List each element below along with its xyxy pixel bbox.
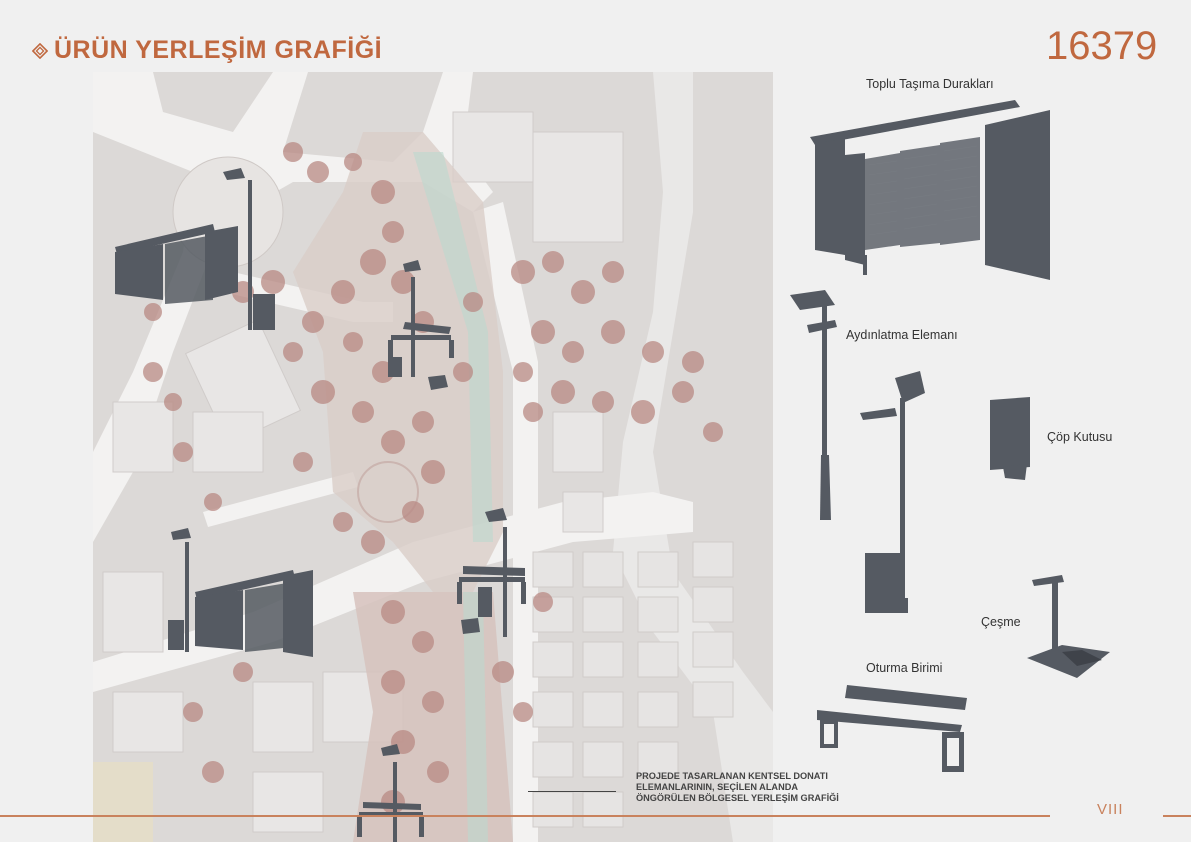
label-trash-bin: Çöp Kutusu [1047, 430, 1113, 444]
bus-stop-product [810, 100, 1050, 280]
label-bus-stop: Toplu Taşıma Durakları [866, 77, 994, 91]
site-map [93, 72, 773, 842]
label-lighting: Aydınlatma Elemanı [846, 328, 958, 342]
diamond-icon [32, 42, 48, 59]
footer-line-right [1163, 815, 1191, 817]
fountain-product [1027, 575, 1110, 678]
seating-product [817, 685, 967, 772]
label-seating: Oturma Birimi [866, 661, 943, 675]
map-caption: PROJEDE TASARLANAN KENTSEL DONATI ELEMAN… [636, 771, 866, 804]
footer-line-left [0, 815, 1050, 817]
caption-line-3: ÖNGÖRÜLEN BÖLGESEL YERLEŞİM GRAFİĞİ [636, 793, 839, 803]
label-fountain: Çeşme [981, 615, 1021, 629]
project-code: 16379 [1046, 24, 1158, 68]
caption-line [528, 791, 616, 792]
caption-line-1: PROJEDE TASARLANAN KENTSEL DONATI [636, 771, 828, 781]
trash-bin-product [990, 397, 1030, 480]
caption-line-2: ELEMANLARININ, SEÇİLEN ALANDA [636, 782, 798, 792]
map-drawing [93, 72, 773, 842]
lighting-product-with-bin [860, 371, 925, 613]
lighting-product-tall [790, 290, 837, 520]
page-title: ÜRÜN YERLEŞİM GRAFİĞİ [32, 36, 382, 65]
title-text: ÜRÜN YERLEŞİM GRAFİĞİ [54, 36, 383, 64]
page-number: VIII [1097, 801, 1124, 818]
